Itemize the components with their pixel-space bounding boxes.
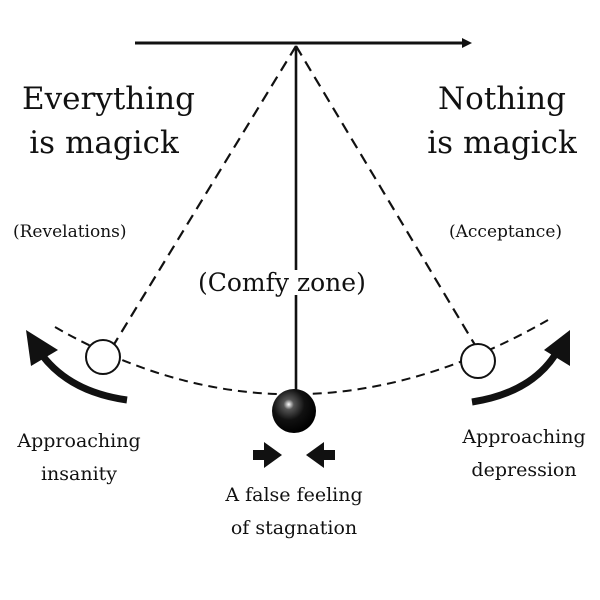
right-extreme-line2: is magick bbox=[427, 125, 577, 161]
stagnation-caption: A false feeling of stagnation bbox=[204, 479, 384, 545]
right-extreme-line1: Nothing bbox=[438, 81, 566, 117]
right-ghost-bob bbox=[460, 343, 496, 379]
stagnation-caption-line2: of stagnation bbox=[230, 517, 358, 539]
left-extreme-line2: is magick bbox=[29, 125, 179, 161]
comfy-zone-label: (Comfy zone) bbox=[196, 268, 368, 297]
stagnation-caption-line1: A false feeling bbox=[225, 484, 363, 506]
left-string bbox=[112, 45, 297, 347]
converging-arrows bbox=[253, 442, 335, 468]
right-swing-arrow bbox=[471, 330, 570, 406]
right-extreme-note: (Acceptance) bbox=[449, 222, 563, 242]
left-swing-arrow bbox=[26, 330, 128, 404]
right-extreme-title: Nothing is magick bbox=[420, 77, 584, 165]
left-state-line2: insanity bbox=[40, 463, 118, 485]
left-extreme-note: (Revelations) bbox=[13, 222, 127, 242]
left-extreme-line1: Everything bbox=[22, 81, 195, 117]
support-bar-end bbox=[462, 38, 472, 48]
right-string bbox=[295, 45, 479, 351]
right-state-line2: depression bbox=[471, 459, 577, 481]
left-state-label: Approaching insanity bbox=[4, 425, 154, 491]
center-bob bbox=[272, 389, 316, 433]
left-ghost-bob bbox=[85, 339, 121, 375]
left-extreme-title: Everything is magick bbox=[22, 77, 195, 165]
left-state-line1: Approaching bbox=[17, 430, 141, 452]
right-state-label: Approaching depression bbox=[449, 421, 599, 487]
right-state-line1: Approaching bbox=[462, 426, 586, 448]
